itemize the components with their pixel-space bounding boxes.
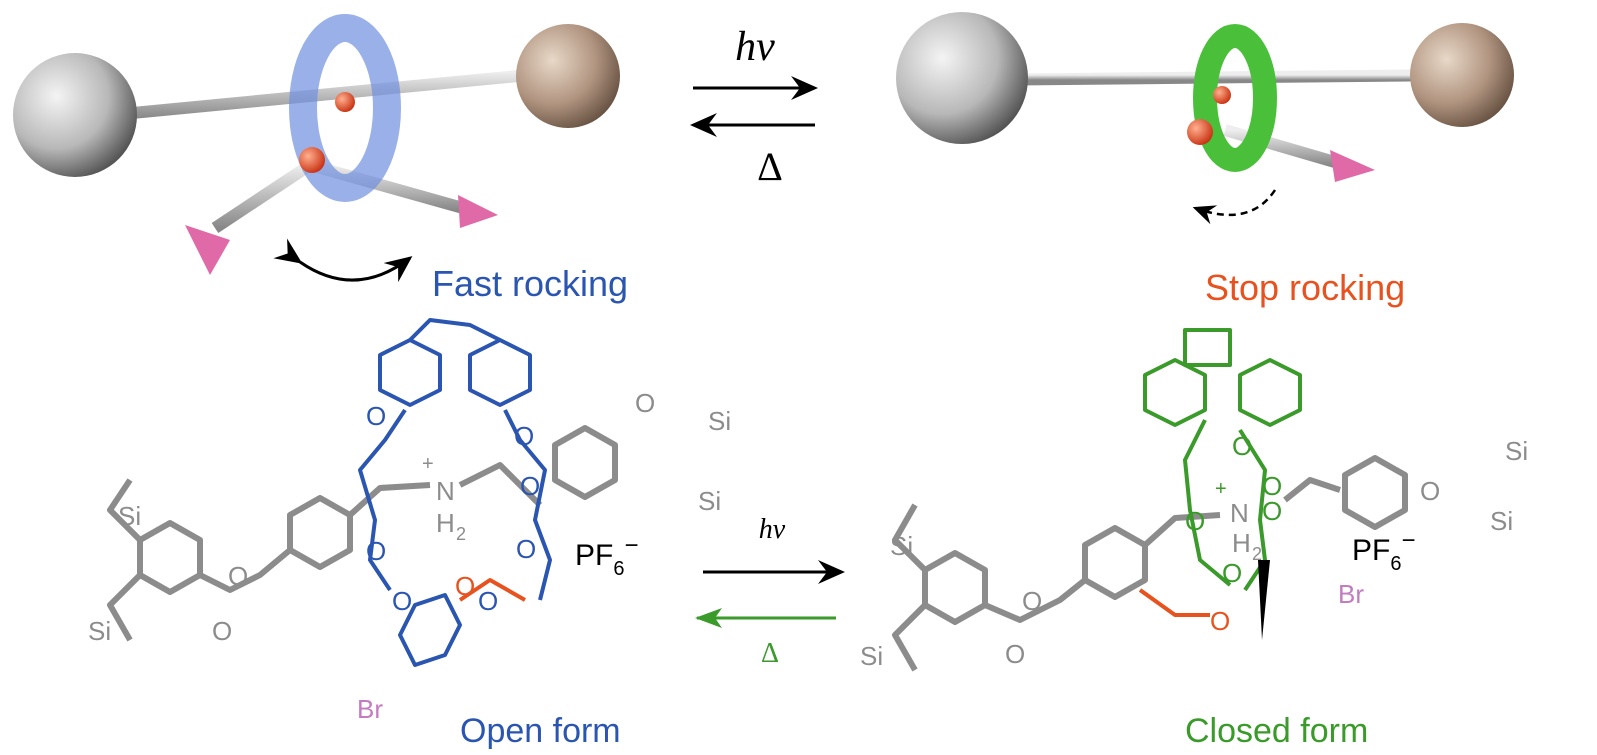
rocking-double-arrow-icon [273, 238, 413, 283]
si-label: Si [118, 501, 141, 531]
o-label: O [455, 571, 475, 601]
closed-form-atom-labels: Si Si O O N + H 2 O O O O O O O Si Si Br [860, 431, 1528, 671]
tan-stopper-sphere [1410, 23, 1514, 127]
si-label: Si [698, 486, 721, 516]
bottom-forward-label: hν [759, 514, 786, 545]
o-label: O [478, 586, 498, 616]
top-reverse-label: Δ [757, 144, 783, 189]
green-macrocycle-ring [1193, 24, 1277, 172]
plus-label: + [1215, 478, 1227, 500]
o-label: O [366, 536, 386, 566]
si-label: Si [708, 406, 731, 436]
arm-rod-left [211, 159, 314, 234]
h-label: H [1232, 528, 1251, 558]
n-label: N [1230, 498, 1249, 528]
open-form-atom-labels: Si Si O O N + H 2 O O O O O O O O O Si S… [88, 388, 731, 724]
blocked-rocking-arrow-icon [1192, 189, 1277, 225]
top-equilibrium-arrows [690, 76, 818, 137]
o-label: O [1222, 558, 1242, 588]
si-label: Si [88, 616, 111, 646]
fast-rocking-caption: Fast rocking [432, 263, 628, 304]
closed-form-caption: Closed form [1185, 712, 1368, 750]
plus-label: + [422, 453, 434, 475]
o-label: O [1005, 639, 1025, 669]
br-label: Br [357, 694, 383, 724]
si-label: Si [860, 641, 883, 671]
h-subscript: 2 [456, 524, 466, 544]
n-label: N [436, 476, 455, 506]
open-form-structure [107, 318, 618, 667]
pink-arrowhead-left-icon [185, 225, 230, 275]
stop-rocking-caption: Stop rocking [1205, 267, 1405, 308]
o-label: O [520, 471, 540, 501]
o-label: O [212, 616, 232, 646]
h-label: H [436, 508, 455, 538]
bottom-reverse-label: Δ [761, 638, 779, 669]
o-label: O [228, 561, 248, 591]
open-form-caption: Open form [460, 712, 621, 750]
svg-text:PF6−: PF6− [575, 532, 638, 580]
svg-text:PF6−: PF6− [1352, 527, 1415, 575]
si-label: Si [890, 531, 913, 561]
br-label: Br [1338, 579, 1364, 609]
o-label: O [1232, 431, 1252, 461]
grey-stopper-sphere [13, 53, 137, 177]
o-label: O [1185, 506, 1205, 536]
closed-form-structure [892, 328, 1408, 672]
o-label: O [366, 401, 386, 431]
top-forward-label: hν [735, 24, 775, 70]
stop-rocking-model [896, 12, 1514, 225]
pink-arrowhead-right-icon [458, 195, 498, 228]
closed-form-counterion: PF6− [1352, 527, 1415, 575]
si-label: Si [1490, 506, 1513, 536]
si-label: Si [1505, 436, 1528, 466]
blue-macrocycle-ring [289, 14, 401, 202]
tan-stopper-sphere [516, 24, 620, 128]
o-label: O [1262, 496, 1282, 526]
h-subscript: 2 [1252, 544, 1262, 564]
o-label: O [1022, 586, 1042, 616]
o-label: O [1420, 476, 1440, 506]
axle-rod [79, 66, 561, 124]
o-label: O [392, 586, 412, 616]
o-label: O [516, 534, 536, 564]
o-label: O [1262, 471, 1282, 501]
o-label: O [1210, 606, 1230, 636]
green-arrowhead-icon [695, 608, 722, 628]
grey-stopper-sphere [896, 12, 1028, 144]
o-label: O [514, 421, 534, 451]
o-label: O [635, 388, 655, 418]
open-form-counterion: PF6− [575, 532, 638, 580]
fast-rocking-model [13, 14, 620, 283]
pink-arrowhead-icon [1330, 150, 1375, 182]
